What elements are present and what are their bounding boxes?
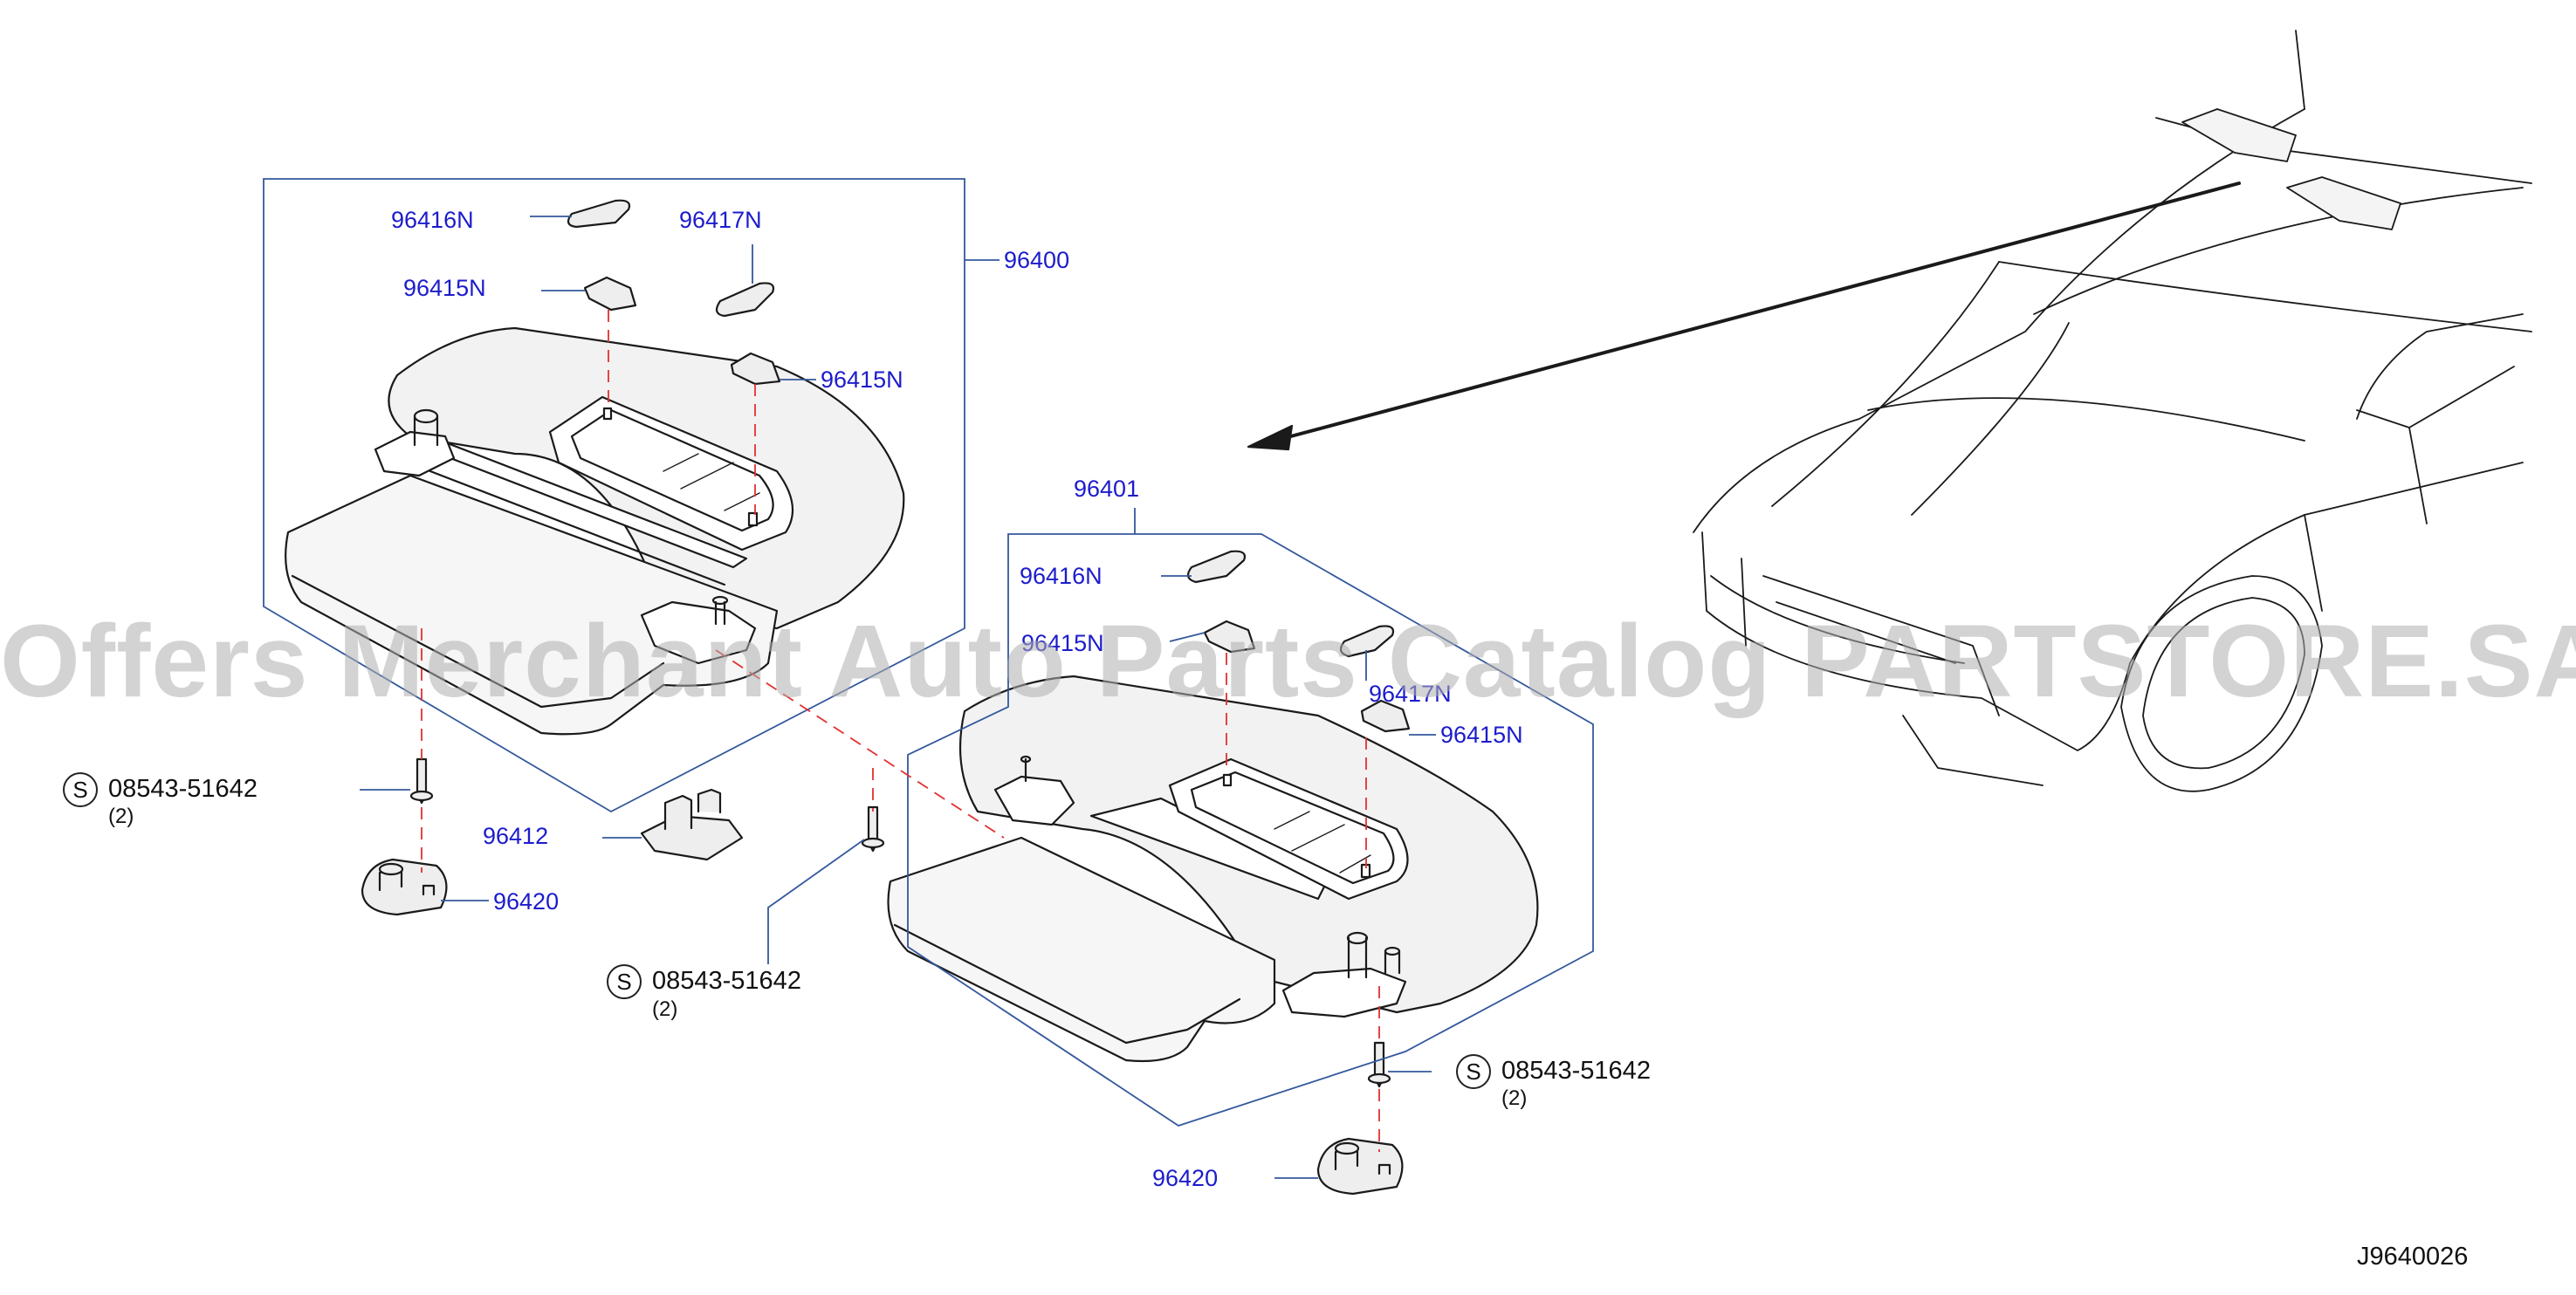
- diagram-code: J9640026: [2357, 1243, 2469, 1271]
- part-label-96416N-right[interactable]: 96416N: [1020, 563, 1103, 589]
- part-label-96417N-left[interactable]: 96417N: [679, 207, 762, 233]
- part-label-96417N-right[interactable]: 96417N: [1369, 681, 1452, 707]
- quantity-a: (2): [108, 805, 134, 828]
- std-symbol-a: S: [63, 772, 98, 807]
- part-label-96416N-left[interactable]: 96416N: [391, 207, 474, 233]
- part-label-96420-left[interactable]: 96420: [493, 888, 560, 915]
- part-label-96415N-right-a[interactable]: 96415N: [1021, 630, 1104, 656]
- screw-label-c[interactable]: 08543-51642: [1501, 1057, 1651, 1085]
- part-label-96415N-left-a[interactable]: 96415N: [403, 275, 486, 301]
- alignment-lines: [421, 310, 1380, 1152]
- small-parts: [361, 199, 1411, 1196]
- leader-lines: [263, 178, 1594, 1179]
- car-outline: [1693, 30, 2532, 792]
- part-label-96415N-left-b[interactable]: 96415N: [821, 367, 903, 393]
- std-symbol-c: S: [1456, 1054, 1491, 1089]
- screw-label-a[interactable]: 08543-51642: [108, 775, 258, 803]
- view-arrow: [1247, 182, 2241, 451]
- quantity-c: (2): [1501, 1086, 1528, 1110]
- part-label-96412[interactable]: 96412: [483, 823, 549, 849]
- std-symbol-b: S: [607, 964, 642, 999]
- part-label-96400[interactable]: 96400: [1004, 247, 1070, 273]
- part-label-96420-right[interactable]: 96420: [1152, 1165, 1219, 1191]
- part-label-96401[interactable]: 96401: [1074, 476, 1140, 502]
- sun-visor-right: [887, 675, 1539, 1063]
- quantity-b: (2): [652, 997, 678, 1021]
- sun-visor-left: [285, 326, 905, 736]
- screw-label-b[interactable]: 08543-51642: [652, 967, 801, 995]
- part-label-96415N-right-b[interactable]: 96415N: [1440, 722, 1523, 748]
